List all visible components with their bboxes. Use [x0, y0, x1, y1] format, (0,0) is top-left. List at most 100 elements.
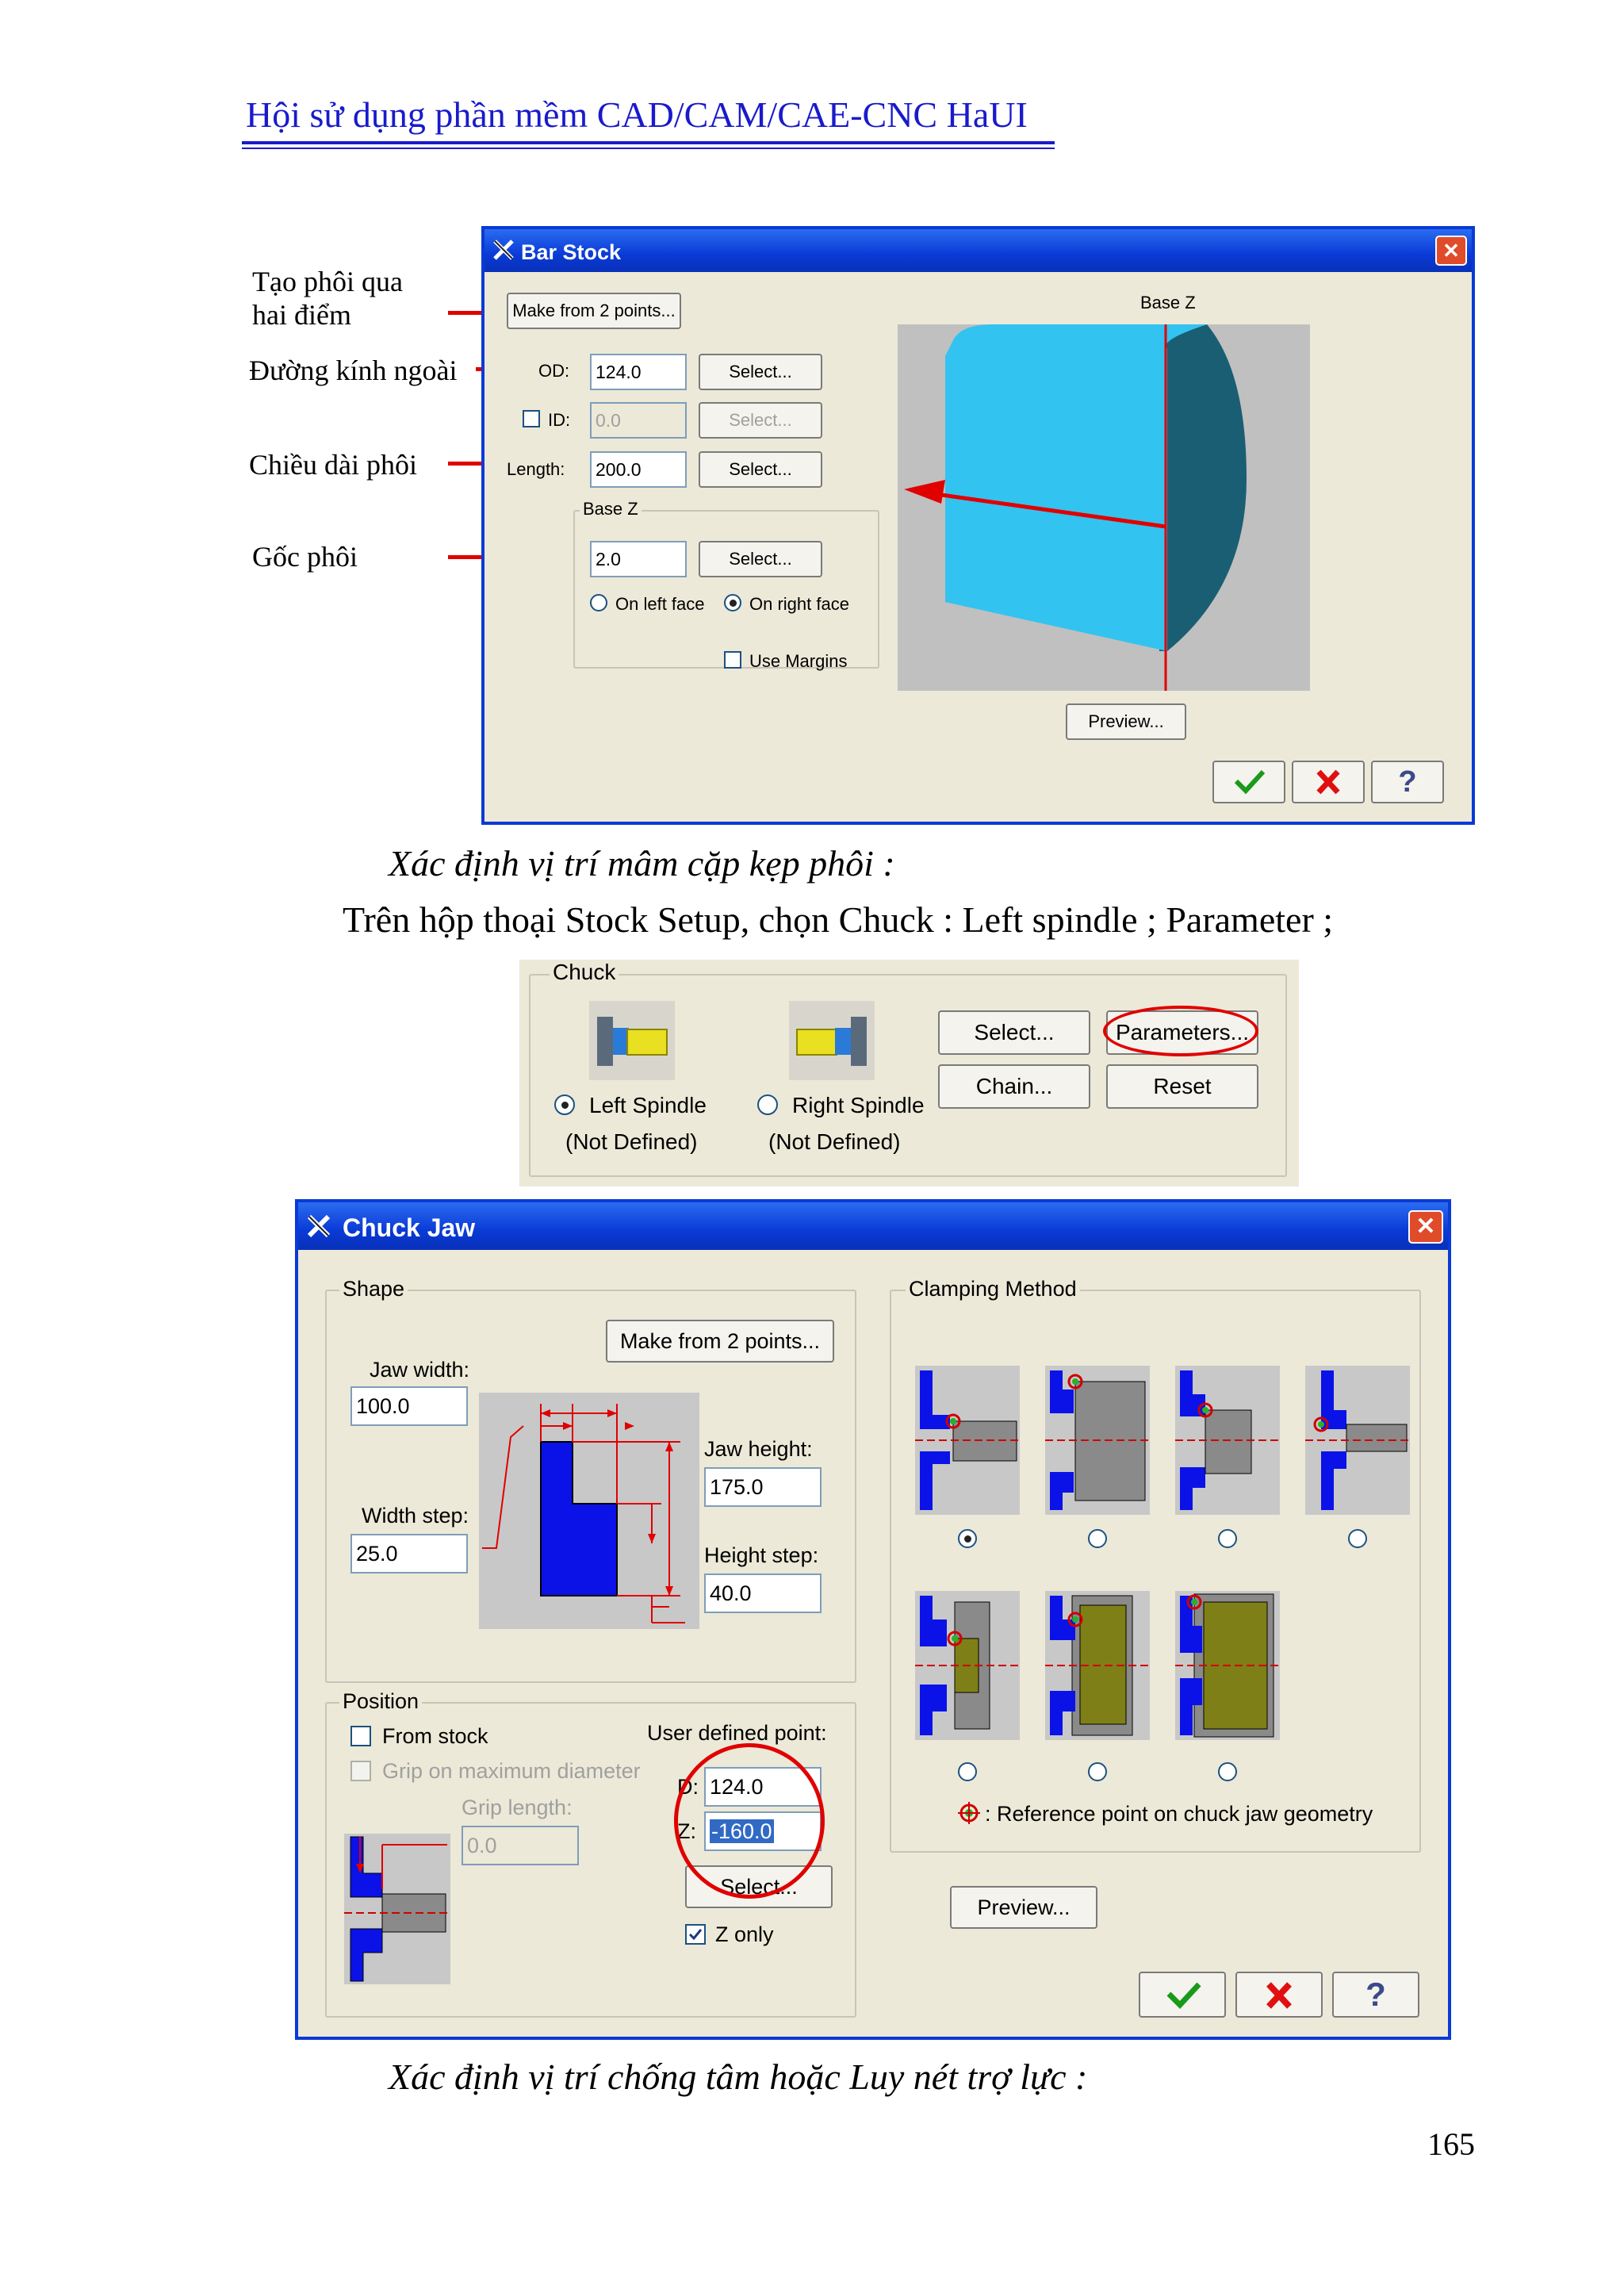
base-z-group — [573, 510, 879, 669]
grip-max-diameter-checkbox[interactable] — [350, 1761, 371, 1781]
grip-max-diameter-label: Grip on maximum diameter — [382, 1759, 641, 1783]
left-spindle-status: (Not Defined) — [565, 1129, 698, 1154]
clamp-method-7-image — [1175, 1591, 1280, 1740]
height-step-input[interactable]: 40.0 — [704, 1573, 822, 1613]
clamp-method-3-radio[interactable] — [1218, 1529, 1237, 1548]
page-header-title: Hội sử dụng phần mềm CAD/CAM/CAE-CNC HaU… — [246, 94, 1028, 135]
left-spindle-icon — [589, 1001, 675, 1080]
clamp-method-6-radio[interactable] — [1088, 1762, 1107, 1781]
user-defined-point-label: User defined point: — [647, 1721, 827, 1745]
z-only-label: Z only — [715, 1922, 774, 1946]
close-button[interactable]: ✕ — [1408, 1210, 1443, 1244]
on-right-face-radio[interactable] — [724, 594, 741, 611]
right-spindle-radio[interactable] — [757, 1094, 778, 1115]
left-spindle-radio[interactable] — [554, 1094, 575, 1115]
clamp-method-4-image — [1305, 1366, 1410, 1515]
highlight-circle — [674, 1743, 825, 1899]
cancel-button[interactable] — [1235, 1972, 1323, 2018]
chuck-panel: Chuck Left Spindle (Not Defined) Right S… — [519, 960, 1299, 1186]
length-input[interactable]: 200.0 — [590, 451, 687, 488]
chuck-reset-button[interactable]: Reset — [1106, 1064, 1258, 1109]
help-button[interactable]: ? — [1332, 1972, 1419, 2018]
from-stock-checkbox[interactable] — [350, 1726, 371, 1746]
stock-preview-viewport — [898, 324, 1310, 691]
on-left-face-radio[interactable] — [590, 594, 607, 611]
clamp-method-4-radio[interactable] — [1348, 1529, 1367, 1548]
clamp-method-1-image — [915, 1366, 1020, 1515]
make-from-points-button[interactable]: Make from 2 points... — [507, 293, 681, 329]
width-step-label: Width step: — [362, 1504, 469, 1527]
right-spindle-status: (Not Defined) — [768, 1129, 901, 1154]
preview-button[interactable]: Preview... — [1066, 703, 1186, 740]
id-input[interactable]: 0.0 — [590, 402, 687, 439]
jaw-width-label: Jaw width: — [370, 1358, 470, 1382]
body-instruction: Trên hộp thoại Stock Setup, chọn Chuck :… — [343, 899, 1334, 940]
base-z-select-button[interactable]: Select... — [699, 541, 822, 577]
from-stock-label: From stock — [382, 1724, 488, 1748]
caption-chuck-position: Xác định vị trí mâm cặp kẹp phôi : — [389, 843, 895, 884]
ok-button[interactable] — [1139, 1972, 1226, 2018]
use-margins-label: Use Margins — [749, 651, 848, 671]
annotation-arrow — [448, 555, 505, 559]
right-spindle-label: Right Spindle — [792, 1093, 925, 1117]
clamp-method-6-image — [1045, 1591, 1150, 1740]
dialog-title: Chuck Jaw — [343, 1213, 476, 1242]
use-margins-checkbox[interactable] — [724, 651, 741, 669]
grip-length-input[interactable]: 0.0 — [462, 1826, 579, 1865]
cancel-button[interactable] — [1292, 761, 1365, 803]
close-button[interactable]: ✕ — [1435, 236, 1467, 266]
annotation-two-points-line1: Tạo phôi qua — [252, 266, 403, 297]
page-number: 165 — [1427, 2126, 1475, 2162]
preview-button[interactable]: Preview... — [950, 1886, 1097, 1929]
length-select-button[interactable]: Select... — [699, 451, 822, 488]
title-bar: Bar Stock ✕ — [485, 229, 1472, 272]
jaw-height-input[interactable]: 175.0 — [704, 1467, 822, 1507]
id-checkbox[interactable] — [523, 410, 540, 427]
annotation-two-points-line2: hai điểm — [252, 299, 351, 331]
header-rule — [242, 141, 1055, 144]
make-from-points-button[interactable]: Make from 2 points... — [606, 1320, 834, 1363]
reference-point-icon — [958, 1802, 980, 1824]
jaw-width-input[interactable]: 100.0 — [350, 1386, 468, 1426]
annotation-stock-origin: Gốc phôi — [252, 541, 358, 573]
annotation-arrow — [448, 311, 508, 315]
right-spindle-icon — [789, 1001, 875, 1080]
position-diagram — [344, 1834, 450, 1984]
header-rule — [242, 148, 1055, 149]
on-left-face-label: On left face — [615, 594, 705, 614]
ok-button[interactable] — [1212, 761, 1285, 803]
clamp-method-7-radio[interactable] — [1218, 1762, 1237, 1781]
base-z-group-title: Base Z — [580, 499, 642, 519]
chuck-group-title: Chuck — [550, 960, 619, 985]
od-label: OD: — [538, 361, 570, 381]
length-label: Length: — [507, 459, 565, 479]
annotation-arrow — [448, 462, 505, 466]
app-x-icon — [306, 1213, 331, 1239]
highlight-circle — [1103, 1006, 1258, 1056]
height-step-label: Height step: — [704, 1543, 819, 1567]
clamp-method-5-radio[interactable] — [958, 1762, 977, 1781]
chuck-group — [529, 974, 1287, 1177]
grip-length-label: Grip length: — [462, 1796, 573, 1819]
clamp-method-1-radio[interactable] — [958, 1529, 977, 1548]
on-right-face-label: On right face — [749, 594, 849, 614]
bar-stock-dialog: Bar Stock ✕ Make from 2 points... OD: 12… — [481, 226, 1475, 825]
base-z-input[interactable]: 2.0 — [590, 541, 687, 577]
z-only-checkbox[interactable] — [685, 1924, 706, 1945]
jaw-height-label: Jaw height: — [704, 1437, 813, 1461]
clamping-method-group-title: Clamping Method — [906, 1277, 1080, 1301]
title-bar: Chuck Jaw ✕ — [298, 1202, 1448, 1250]
chuck-select-button[interactable]: Select... — [938, 1010, 1090, 1055]
shape-group — [325, 1290, 856, 1683]
chuck-chain-button[interactable]: Chain... — [938, 1064, 1090, 1109]
dialog-title: Bar Stock — [521, 240, 622, 264]
width-step-input[interactable]: 25.0 — [350, 1534, 468, 1573]
left-spindle-label: Left Spindle — [589, 1093, 707, 1117]
help-button[interactable]: ? — [1371, 761, 1444, 803]
clamp-method-5-image — [915, 1591, 1020, 1740]
id-select-button[interactable]: Select... — [699, 402, 822, 439]
od-select-button[interactable]: Select... — [699, 354, 822, 390]
od-input[interactable]: 124.0 — [590, 354, 687, 390]
caption-center-support: Xác định vị trí chống tâm hoặc Luy nét t… — [389, 2056, 1088, 2097]
clamp-method-2-radio[interactable] — [1088, 1529, 1107, 1548]
